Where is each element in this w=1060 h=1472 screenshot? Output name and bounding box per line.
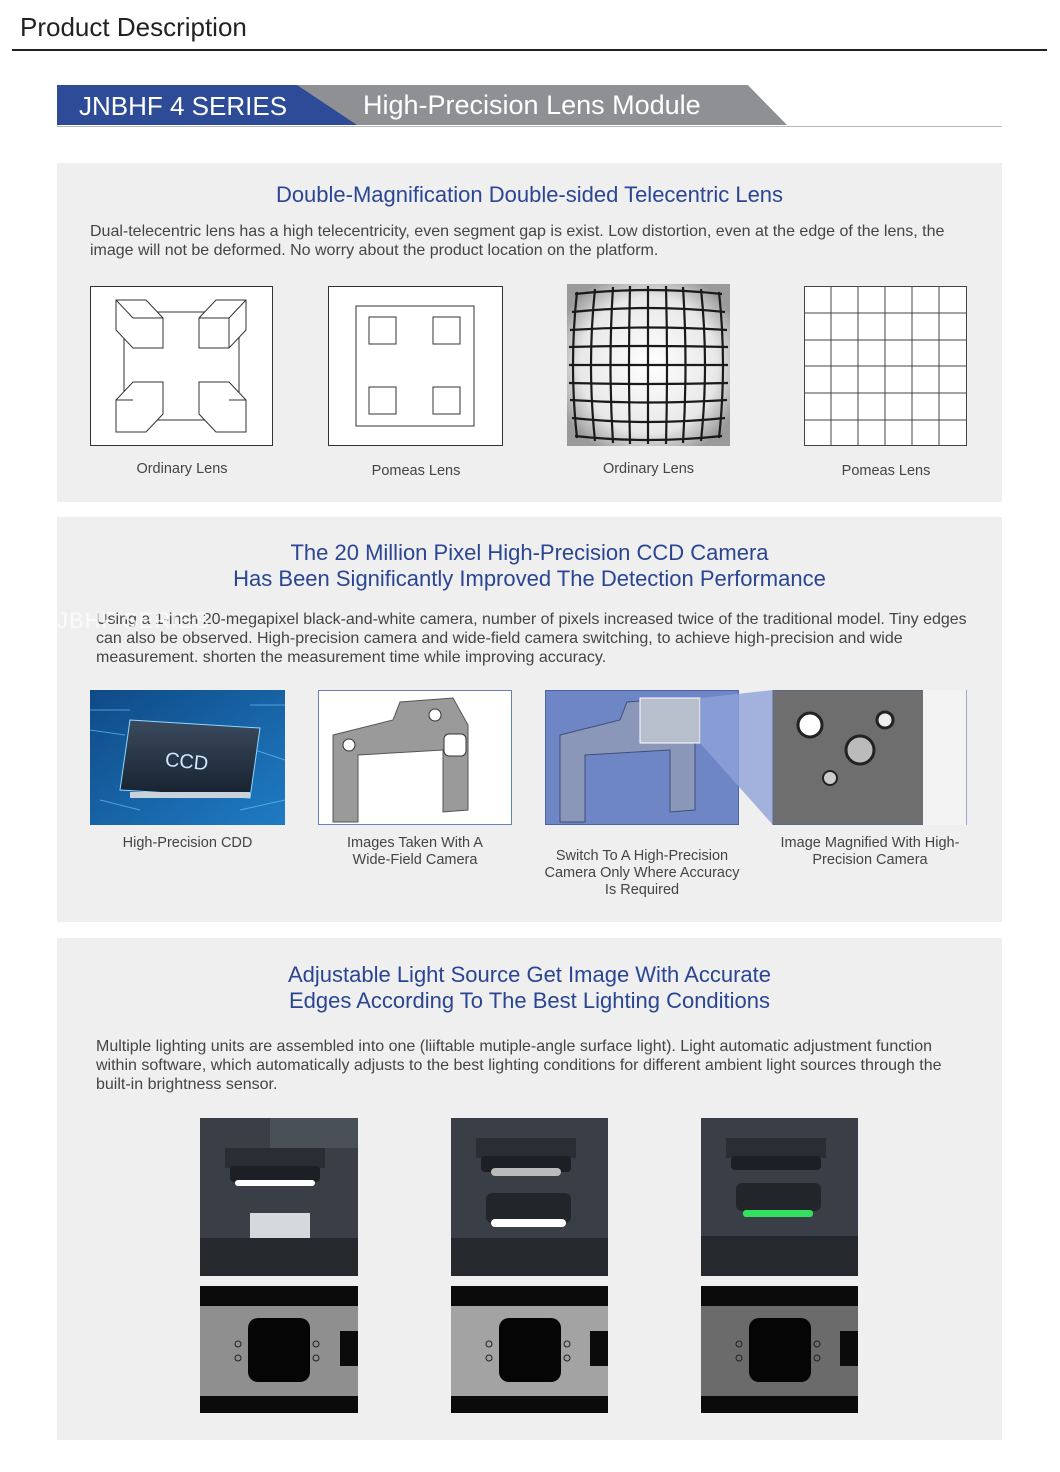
caption-ordinary-lens-2: Ordinary Lens bbox=[602, 461, 695, 477]
series-banner: JNBHF 4 SERIES High-Precision Lens Modul… bbox=[57, 85, 1002, 128]
caption-switch-camera: Switch To A High-Precision Camera Only W… bbox=[544, 848, 740, 898]
wide-field-camera-image bbox=[318, 690, 512, 825]
section-title-line2: Has Been Significantly Improved The Dete… bbox=[233, 566, 826, 591]
part-image-2 bbox=[451, 1286, 608, 1413]
caption-magnified-image: Image Magnified With High-Precision Came… bbox=[780, 835, 960, 868]
caption-ordinary-lens-1: Ordinary Lens bbox=[136, 461, 228, 477]
ccd-chip-label: CCD bbox=[164, 749, 209, 775]
banner-underline bbox=[57, 126, 1002, 127]
section-title-line2: Edges According To The Best Lighting Con… bbox=[288, 988, 771, 1013]
pomeas-lens-grid-figure bbox=[804, 286, 968, 447]
caption-pomeas-lens-1: Pomeas Lens bbox=[371, 463, 461, 479]
part-image-1 bbox=[200, 1286, 358, 1413]
section-body: Using a 1-inch 20-megapixel black-and-wh… bbox=[96, 611, 967, 666]
light-unit-photo-2 bbox=[451, 1118, 608, 1276]
switch-camera-image bbox=[545, 690, 967, 825]
ccd-camera-section: The 20 Million Pixel High-Precision CCD … bbox=[57, 517, 1002, 922]
pomeas-lens-squares-figure bbox=[328, 286, 504, 447]
light-unit-photo-3 bbox=[701, 1118, 858, 1276]
part-image-3 bbox=[701, 1286, 858, 1413]
caption-high-precision-ccd: High-Precision CDD bbox=[122, 835, 253, 851]
banner-series-label: JNBHF 4 SERIES bbox=[79, 91, 288, 121]
ordinary-lens-squares-figure bbox=[90, 286, 274, 446]
banner-module-label: High-Precision Lens Module bbox=[363, 90, 701, 120]
ccd-chip-image: CCD bbox=[90, 690, 285, 825]
light-unit-photo-1 bbox=[200, 1118, 358, 1276]
telecentric-lens-section: Double-Magnification Double-sided Telece… bbox=[57, 163, 1002, 502]
section-body: Multiple lighting units are assembled in… bbox=[96, 1038, 942, 1093]
section-title-line1: The 20 Million Pixel High-Precision CCD … bbox=[290, 540, 769, 565]
title-divider bbox=[12, 49, 1047, 51]
caption-pomeas-lens-2: Pomeas Lens bbox=[841, 463, 931, 479]
section-title-line1: Adjustable Light Source Get Image With A… bbox=[287, 962, 772, 987]
ordinary-lens-grid-distortion-figure bbox=[567, 284, 730, 446]
section-body: Dual-telecentric lens has a high telecen… bbox=[90, 223, 945, 259]
light-source-section: Adjustable Light Source Get Image With A… bbox=[57, 938, 1002, 1440]
watermark: JBHF SERIES bbox=[57, 608, 210, 633]
banner-module-band bbox=[297, 85, 787, 125]
section-title: Double-Magnification Double-sided Telece… bbox=[275, 182, 784, 207]
caption-wide-field-camera: Images Taken With A Wide-Field Camera bbox=[347, 835, 483, 868]
page-title: Product Description bbox=[20, 12, 247, 42]
